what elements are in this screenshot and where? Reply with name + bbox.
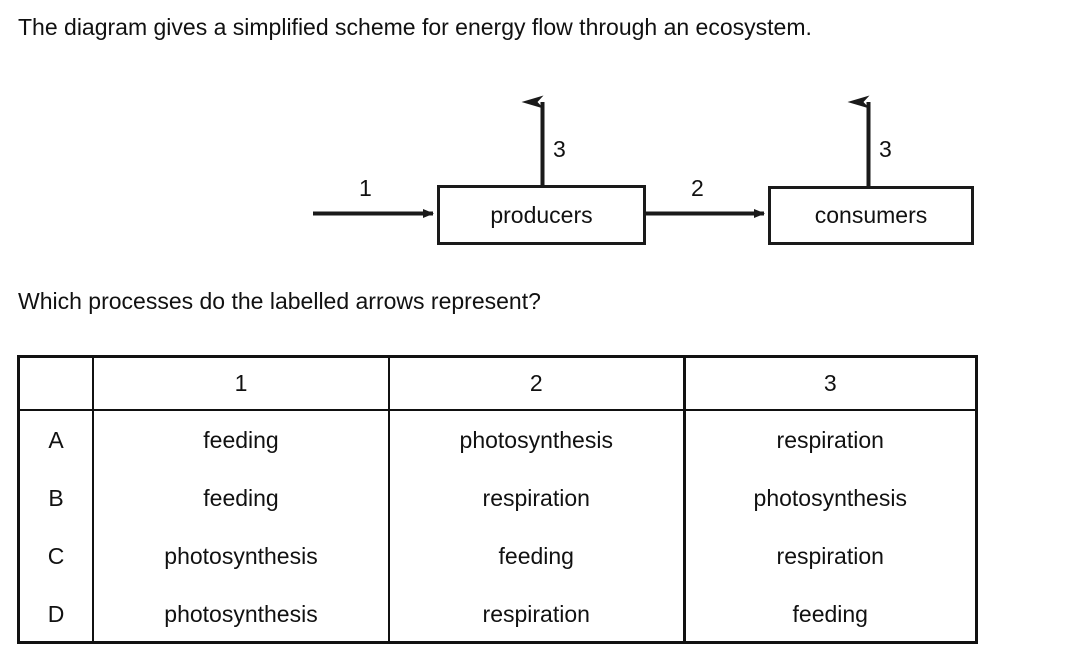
arrow-label-3-producers: 3 <box>553 136 566 162</box>
intro-text: The diagram gives a simplified scheme fo… <box>18 14 812 40</box>
diagram-arrows <box>313 95 871 218</box>
table-header-row: 1 2 3 <box>20 358 975 411</box>
producers-box: producers <box>437 185 646 245</box>
arrow-label-1: 1 <box>359 175 372 201</box>
arrow-label-2: 2 <box>691 175 704 201</box>
option-d-col-3: feeding <box>682 585 975 643</box>
table-row[interactable]: A feeding photosynthesis respiration <box>20 410 975 469</box>
header-col-3: 3 <box>682 358 975 411</box>
option-letter-b: B <box>48 484 64 511</box>
arrow-label-3-consumers: 3 <box>879 136 892 162</box>
consumers-box-label: consumers <box>814 202 928 228</box>
option-c-col-1: photosynthesis <box>92 527 389 585</box>
option-c-col-3: respiration <box>682 527 975 585</box>
option-b-col-3: photosynthesis <box>682 469 975 527</box>
option-b-col-1: feeding <box>92 469 389 527</box>
option-d-col-1: photosynthesis <box>92 585 389 643</box>
header-blank <box>20 358 93 411</box>
table-row[interactable]: C photosynthesis feeding respiration <box>20 527 975 585</box>
table-row[interactable]: B feeding respiration photosynthesis <box>20 469 975 527</box>
question-text: Which processes do the labelled arrows r… <box>18 288 541 314</box>
header-col-2: 2 <box>388 358 684 411</box>
energy-flow-diagram: producers consumers 1 2 3 3 <box>0 60 1079 260</box>
option-letter-c: C <box>47 542 65 569</box>
consumers-box: consumers <box>768 186 974 245</box>
option-a-col-3: respiration <box>682 410 975 469</box>
table-row[interactable]: D photosynthesis respiration feeding <box>20 585 975 643</box>
option-b-col-2: respiration <box>388 469 684 527</box>
producers-box-label: producers <box>490 201 593 228</box>
option-letter-d: D <box>47 600 65 627</box>
option-letter-a: A <box>48 426 64 453</box>
header-col-1: 1 <box>92 358 389 411</box>
option-d-col-2: respiration <box>388 585 684 643</box>
option-c-col-2: feeding <box>388 527 684 585</box>
answer-options-table: 1 2 3 A feeding photosynthesis respirati… <box>17 355 978 644</box>
option-a-col-1: feeding <box>92 410 389 469</box>
option-a-col-2: photosynthesis <box>388 410 684 469</box>
